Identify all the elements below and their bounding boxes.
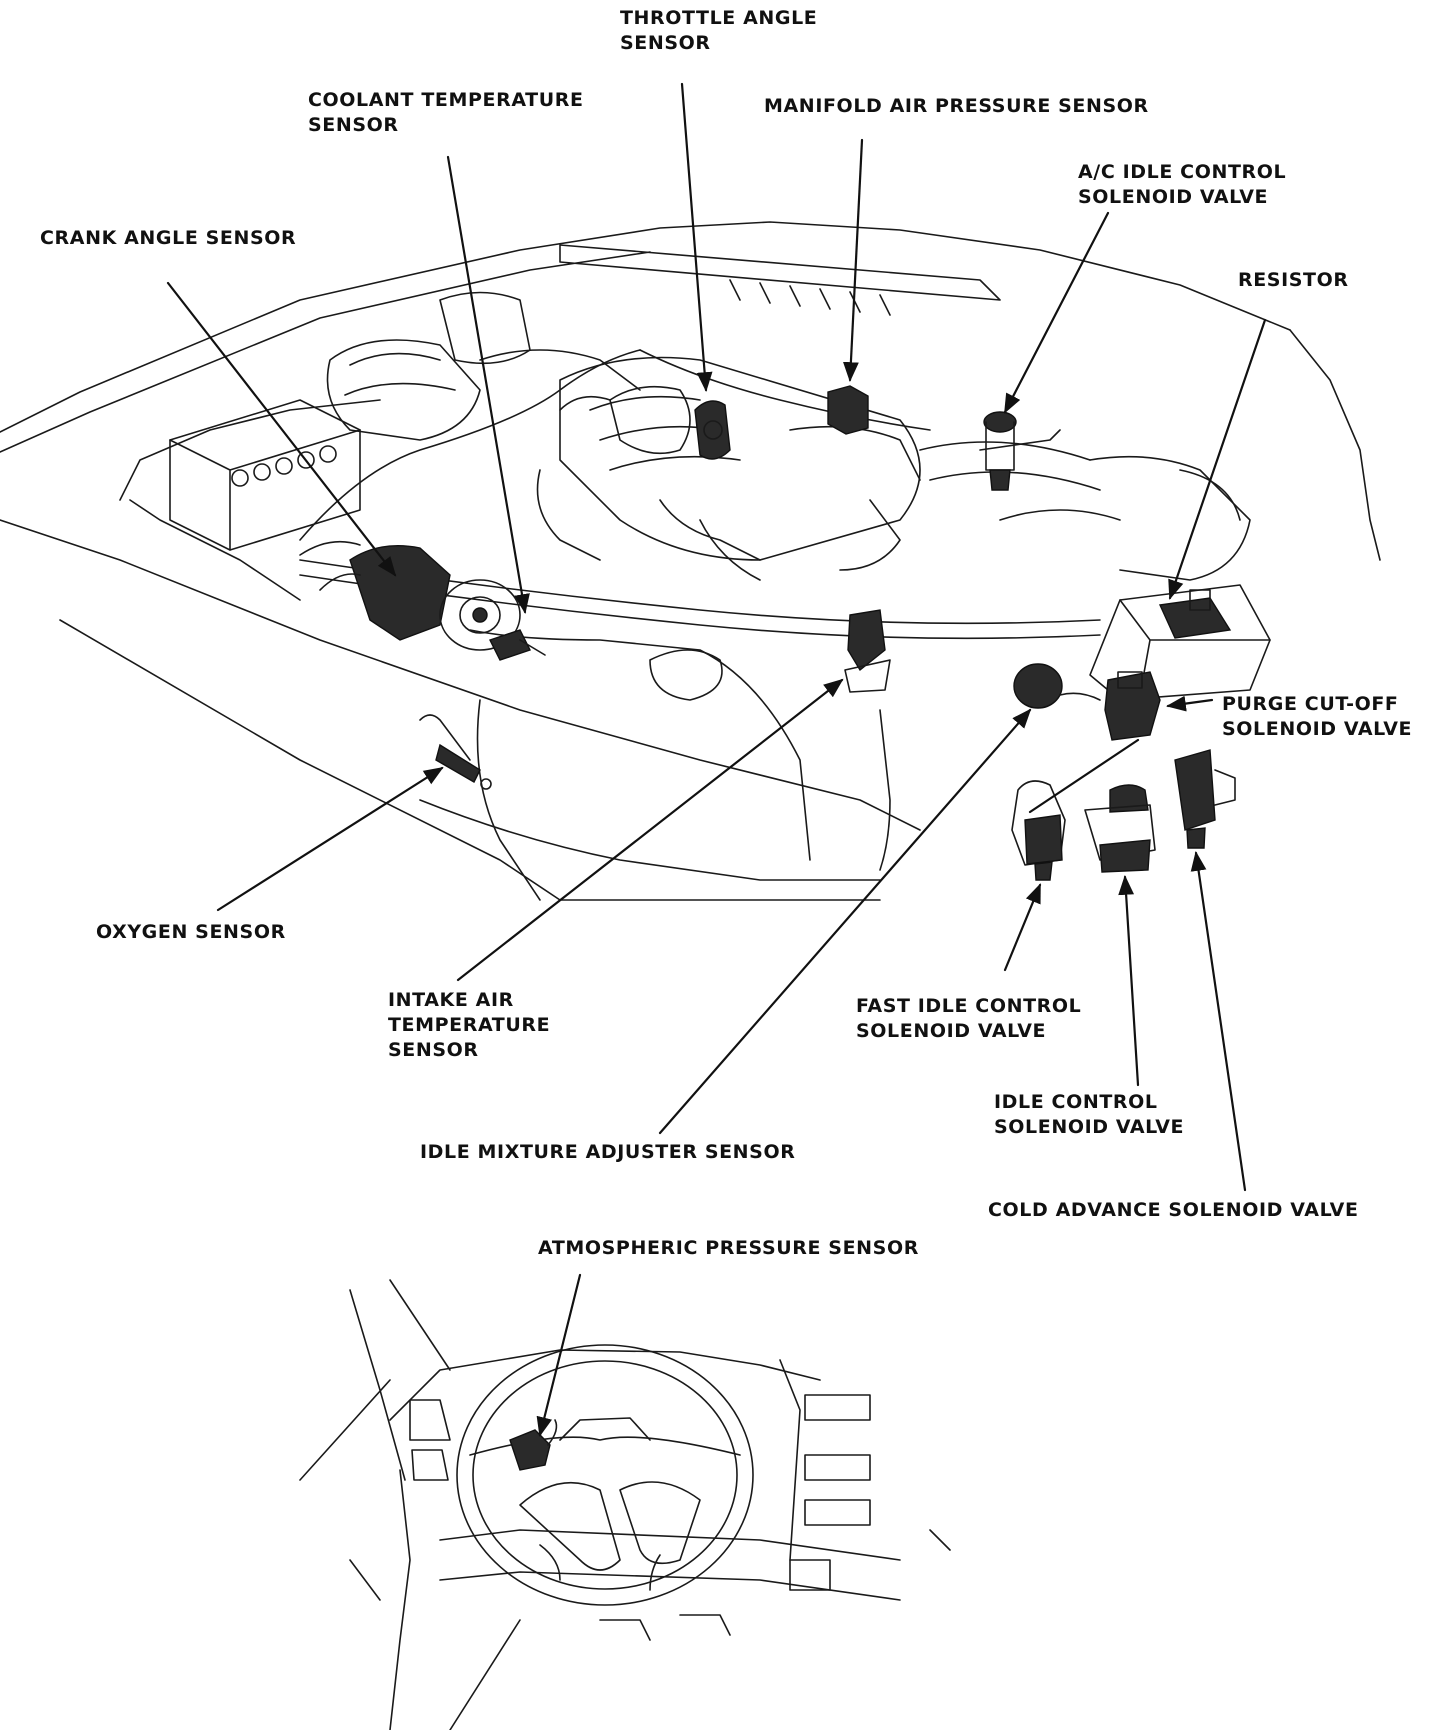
label-purge-cutoff-solenoid-valve: PURGE CUT-OFF SOLENOID VALVE [1222,692,1412,742]
component-map-sensor [827,385,869,435]
component-purge-cutoff-valve [1104,671,1161,741]
leader-idle-control [1118,875,1140,1087]
label-line: ATMOSPHERIC PRESSURE SENSOR [538,1237,919,1259]
label-line: MANIFOLD AIR PRESSURE SENSOR [764,95,1149,117]
leader-crank-angle [166,281,397,577]
leader-purge-branch [1028,738,1140,814]
leader-resistor [1168,318,1267,600]
label-fast-idle-control-solenoid-valve: FAST IDLE CONTROL SOLENOID VALVE [856,994,1081,1044]
label-line: COLD ADVANCE SOLENOID VALVE [988,1199,1359,1221]
component-intake-air-temperature-sensor [844,609,891,693]
label-throttle-angle-sensor: THROTTLE ANGLE SENSOR [620,6,817,56]
label-cold-advance-solenoid-valve: COLD ADVANCE SOLENOID VALVE [988,1198,1359,1223]
label-idle-mixture-adjuster-sensor: IDLE MIXTURE ADJUSTER SENSOR [420,1140,795,1165]
label-line: COOLANT TEMPERATURE [308,89,584,111]
label-manifold-air-pressure-sensor: MANIFOLD AIR PRESSURE SENSOR [764,94,1149,119]
label-line: TEMPERATURE [388,1014,551,1036]
component-idle-control-valve [1084,784,1156,873]
leader-atmospheric [536,1273,582,1437]
leader-intake-air-temp [456,678,844,982]
component-cold-advance-valve [1174,749,1236,849]
leader-throttle-angle [680,82,713,392]
label-intake-air-temperature-sensor: INTAKE AIR TEMPERATURE SENSOR [388,988,550,1063]
leader-lines [166,82,1267,1437]
component-oxygen-sensor [419,714,492,790]
label-coolant-temperature-sensor: COOLANT TEMPERATURE SENSOR [308,88,584,138]
label-line: SOLENOID VALVE [1078,186,1269,208]
label-line: SOLENOID VALVE [856,1020,1047,1042]
label-line: SOLENOID VALVE [1222,718,1413,740]
label-line: SENSOR [388,1039,479,1061]
label-line: OXYGEN SENSOR [96,921,286,943]
label-line: SENSOR [308,114,399,136]
leader-idle-mixture [658,708,1032,1135]
label-line: THROTTLE ANGLE [620,7,818,29]
component-ac-idle-valve [979,411,1061,491]
label-line: SENSOR [620,32,711,54]
component-fast-idle-valve [1011,780,1066,881]
dashboard-illustration [299,1279,951,1731]
label-line: FAST IDLE CONTROL [856,995,1082,1017]
label-crank-angle-sensor: CRANK ANGLE SENSOR [40,226,296,251]
leader-fast-idle [1003,883,1042,972]
label-oxygen-sensor: OXYGEN SENSOR [96,920,286,945]
label-line: A/C IDLE CONTROL [1078,161,1287,183]
label-ac-idle-control-solenoid-valve: A/C IDLE CONTROL SOLENOID VALVE [1078,160,1286,210]
leader-purge-cutoff [1166,695,1214,712]
leader-cold-advance [1190,851,1247,1192]
component-coolant-temperature-sensor [489,629,546,661]
component-idle-mixture-adjuster-sensor [1013,663,1101,709]
leader-ac-idle [1003,211,1110,414]
label-line: IDLE CONTROL [994,1091,1158,1113]
leader-coolant-temp [446,155,530,614]
label-line: RESISTOR [1238,269,1349,291]
label-idle-control-solenoid-valve: IDLE CONTROL SOLENOID VALVE [994,1090,1184,1140]
component-throttle-angle-sensor [694,400,731,460]
label-line: CRANK ANGLE SENSOR [40,227,297,249]
label-line: SOLENOID VALVE [994,1116,1185,1138]
leader-map [842,138,864,382]
label-resistor: RESISTOR [1238,268,1349,293]
label-atmospheric-pressure-sensor: ATMOSPHERIC PRESSURE SENSOR [538,1236,919,1261]
label-line: INTAKE AIR [388,989,514,1011]
component-distributor [299,540,521,651]
label-line: PURGE CUT-OFF [1222,693,1399,715]
label-line: IDLE MIXTURE ADJUSTER SENSOR [420,1141,796,1163]
leader-oxygen [216,766,444,912]
